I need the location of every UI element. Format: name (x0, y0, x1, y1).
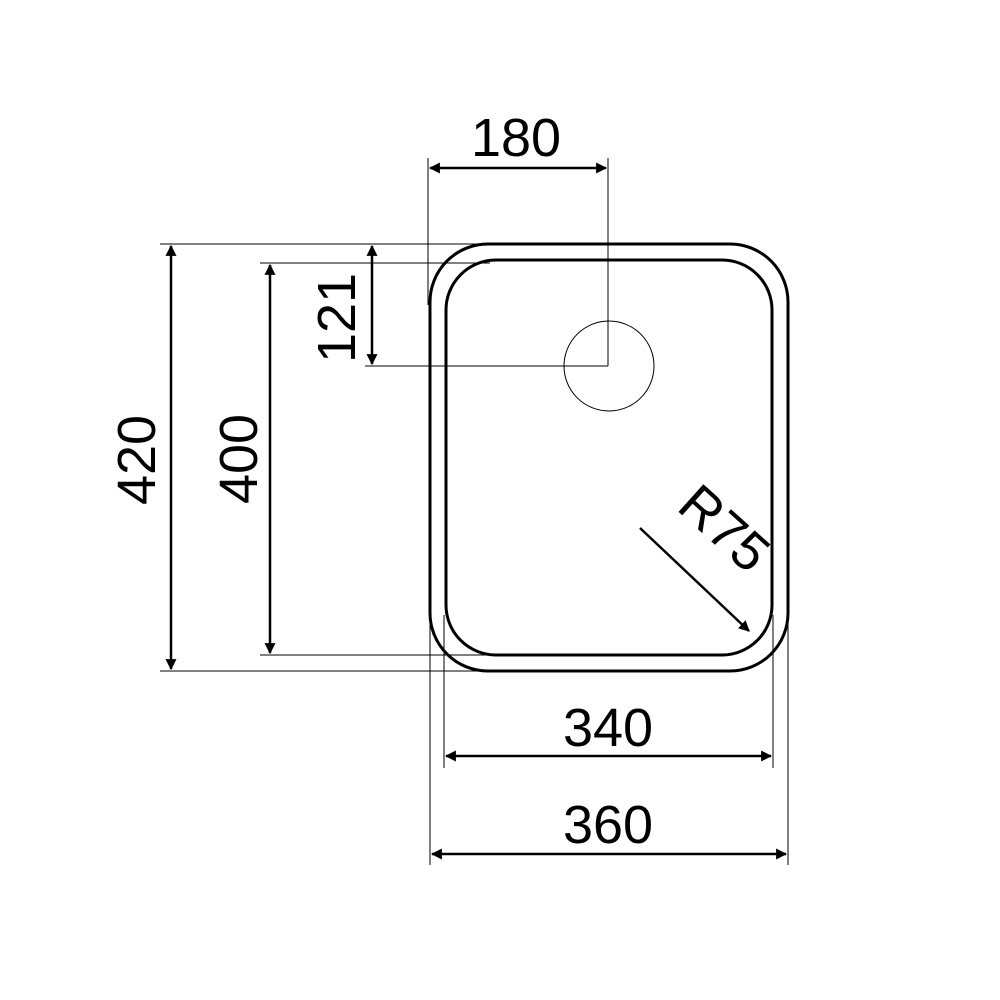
dim-label-420: 420 (107, 415, 167, 505)
dim-label-340: 340 (563, 698, 653, 758)
dim-label-360: 360 (563, 795, 653, 855)
radius-leader-line (639, 527, 750, 632)
dim-label-400: 400 (209, 414, 269, 504)
extension-lines (160, 158, 789, 865)
dim-label-radius: R75 (667, 473, 781, 584)
sink-inner-outline (444, 258, 774, 657)
dim-label-121: 121 (307, 273, 367, 363)
sink-outer-outline (428, 242, 790, 673)
dim-label-180: 180 (471, 108, 561, 168)
